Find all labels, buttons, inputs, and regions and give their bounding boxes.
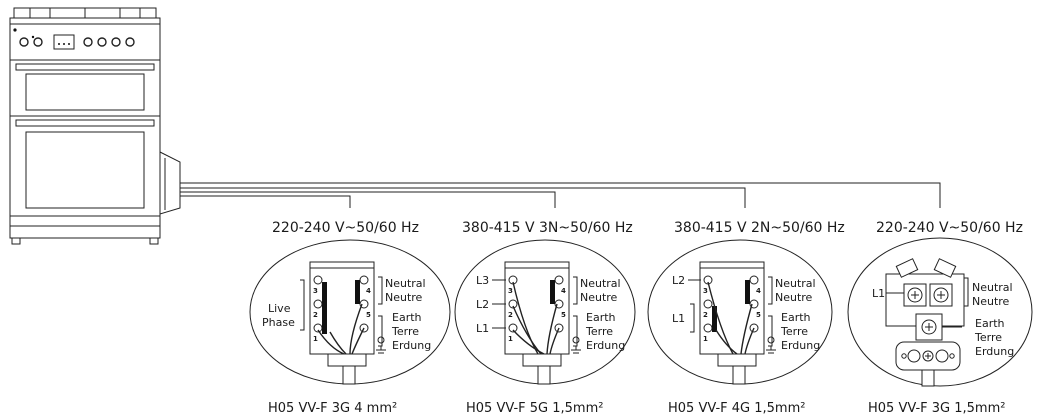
l2-label: L2 xyxy=(672,274,685,287)
terre-label: Terre xyxy=(780,325,808,338)
phase-label: Phase xyxy=(262,316,295,329)
svg-text:3: 3 xyxy=(508,287,513,295)
knob-icon xyxy=(125,37,135,47)
live-label: Live xyxy=(268,302,291,315)
voltage-label-1: 220-240 V~50/60 Hz xyxy=(272,220,419,236)
control-panel xyxy=(9,23,161,61)
svg-text:1: 1 xyxy=(703,335,708,343)
neutre-label: Neutre xyxy=(775,291,813,304)
erdung-label: Erdung xyxy=(975,345,1014,358)
knob-icon xyxy=(83,37,93,47)
neutre-label: Neutre xyxy=(580,291,618,304)
cable xyxy=(342,365,356,385)
svg-text:5: 5 xyxy=(561,311,566,319)
diagram-outline xyxy=(847,237,1033,387)
svg-text:5: 5 xyxy=(366,311,371,319)
svg-text:5: 5 xyxy=(756,311,761,319)
cooker-illustration xyxy=(9,7,181,245)
terminal-diagram-1: 3 2 1 4 5 Live Phase Neutral Neutre Eart… xyxy=(249,239,451,385)
cable-spec-4: H05 VV-F 3G 1,5mm² xyxy=(868,401,1005,416)
terminal-diagram-3: 3 2 1 4 5 L2 L1 Neutral Neutre Earth Ter… xyxy=(647,239,833,385)
voltage-label-2: 380-415 V 3N~50/60 Hz xyxy=(462,220,633,236)
erdung-label: Erdung xyxy=(392,339,431,352)
neutre-label: Neutre xyxy=(385,291,423,304)
cable-spec-1: H05 VV-F 3G 4 mm² xyxy=(268,401,397,416)
bridge-link xyxy=(712,306,717,332)
bridge-link xyxy=(745,280,750,304)
cable-spec-3: H05 VV-F 4G 1,5mm² xyxy=(668,401,805,416)
svg-text:2: 2 xyxy=(313,311,318,319)
cable-spec-2: H05 VV-F 5G 1,5mm² xyxy=(466,401,603,416)
terre-label: Terre xyxy=(974,331,1002,344)
earth-label: Earth xyxy=(975,317,1005,330)
cable xyxy=(537,365,551,385)
terminal-diagram-2: 3 2 1 4 5 L3 L2 L1 Neutral Neutre Earth … xyxy=(454,239,636,385)
neutre-label: Neutre xyxy=(972,295,1010,308)
earth-label: Earth xyxy=(392,311,422,324)
svg-text:1: 1 xyxy=(313,335,318,343)
terminal-diagram-4: L1 Neutral Neutre Earth Terre Erdung xyxy=(847,237,1033,387)
erdung-label: Erdung xyxy=(781,339,820,352)
plinth xyxy=(9,215,161,239)
knob-icon xyxy=(19,37,29,47)
knob-icon xyxy=(33,37,43,47)
l1-label: L1 xyxy=(476,322,489,335)
neutral-label: Neutral xyxy=(385,277,426,290)
l1-label: L1 xyxy=(872,287,885,300)
svg-text:3: 3 xyxy=(703,287,708,295)
bridge-link xyxy=(355,280,360,304)
earth-label: Earth xyxy=(781,311,811,324)
l3-label: L3 xyxy=(476,274,489,287)
bridge-link xyxy=(550,280,555,304)
svg-text:4: 4 xyxy=(366,287,371,295)
terre-label: Terre xyxy=(585,325,613,338)
voltage-label-4: 220-240 V~50/60 Hz xyxy=(876,220,1023,236)
cable xyxy=(732,365,746,385)
knob-icon xyxy=(111,37,121,47)
earth-label: Earth xyxy=(586,311,616,324)
neutral-label: Neutral xyxy=(972,281,1013,294)
knob-icon xyxy=(97,37,107,47)
cable xyxy=(921,369,935,387)
svg-text:2: 2 xyxy=(703,311,708,319)
svg-text:3: 3 xyxy=(313,287,318,295)
hob-edge xyxy=(9,17,161,25)
l1-label: L1 xyxy=(672,312,685,325)
svg-text:4: 4 xyxy=(756,287,761,295)
terminal-box xyxy=(159,151,181,215)
neutral-label: Neutral xyxy=(580,277,621,290)
l2-label: L2 xyxy=(476,298,489,311)
terre-label: Terre xyxy=(391,325,419,338)
erdung-label: Erdung xyxy=(586,339,625,352)
svg-text:2: 2 xyxy=(508,311,513,319)
voltage-label-3: 380-415 V 2N~50/60 Hz xyxy=(674,220,845,236)
svg-text:1: 1 xyxy=(508,335,513,343)
timer-display xyxy=(53,34,75,50)
svg-text:4: 4 xyxy=(561,287,566,295)
leader-lines xyxy=(180,182,941,208)
bridge-link xyxy=(322,282,327,334)
neutral-label: Neutral xyxy=(775,277,816,290)
